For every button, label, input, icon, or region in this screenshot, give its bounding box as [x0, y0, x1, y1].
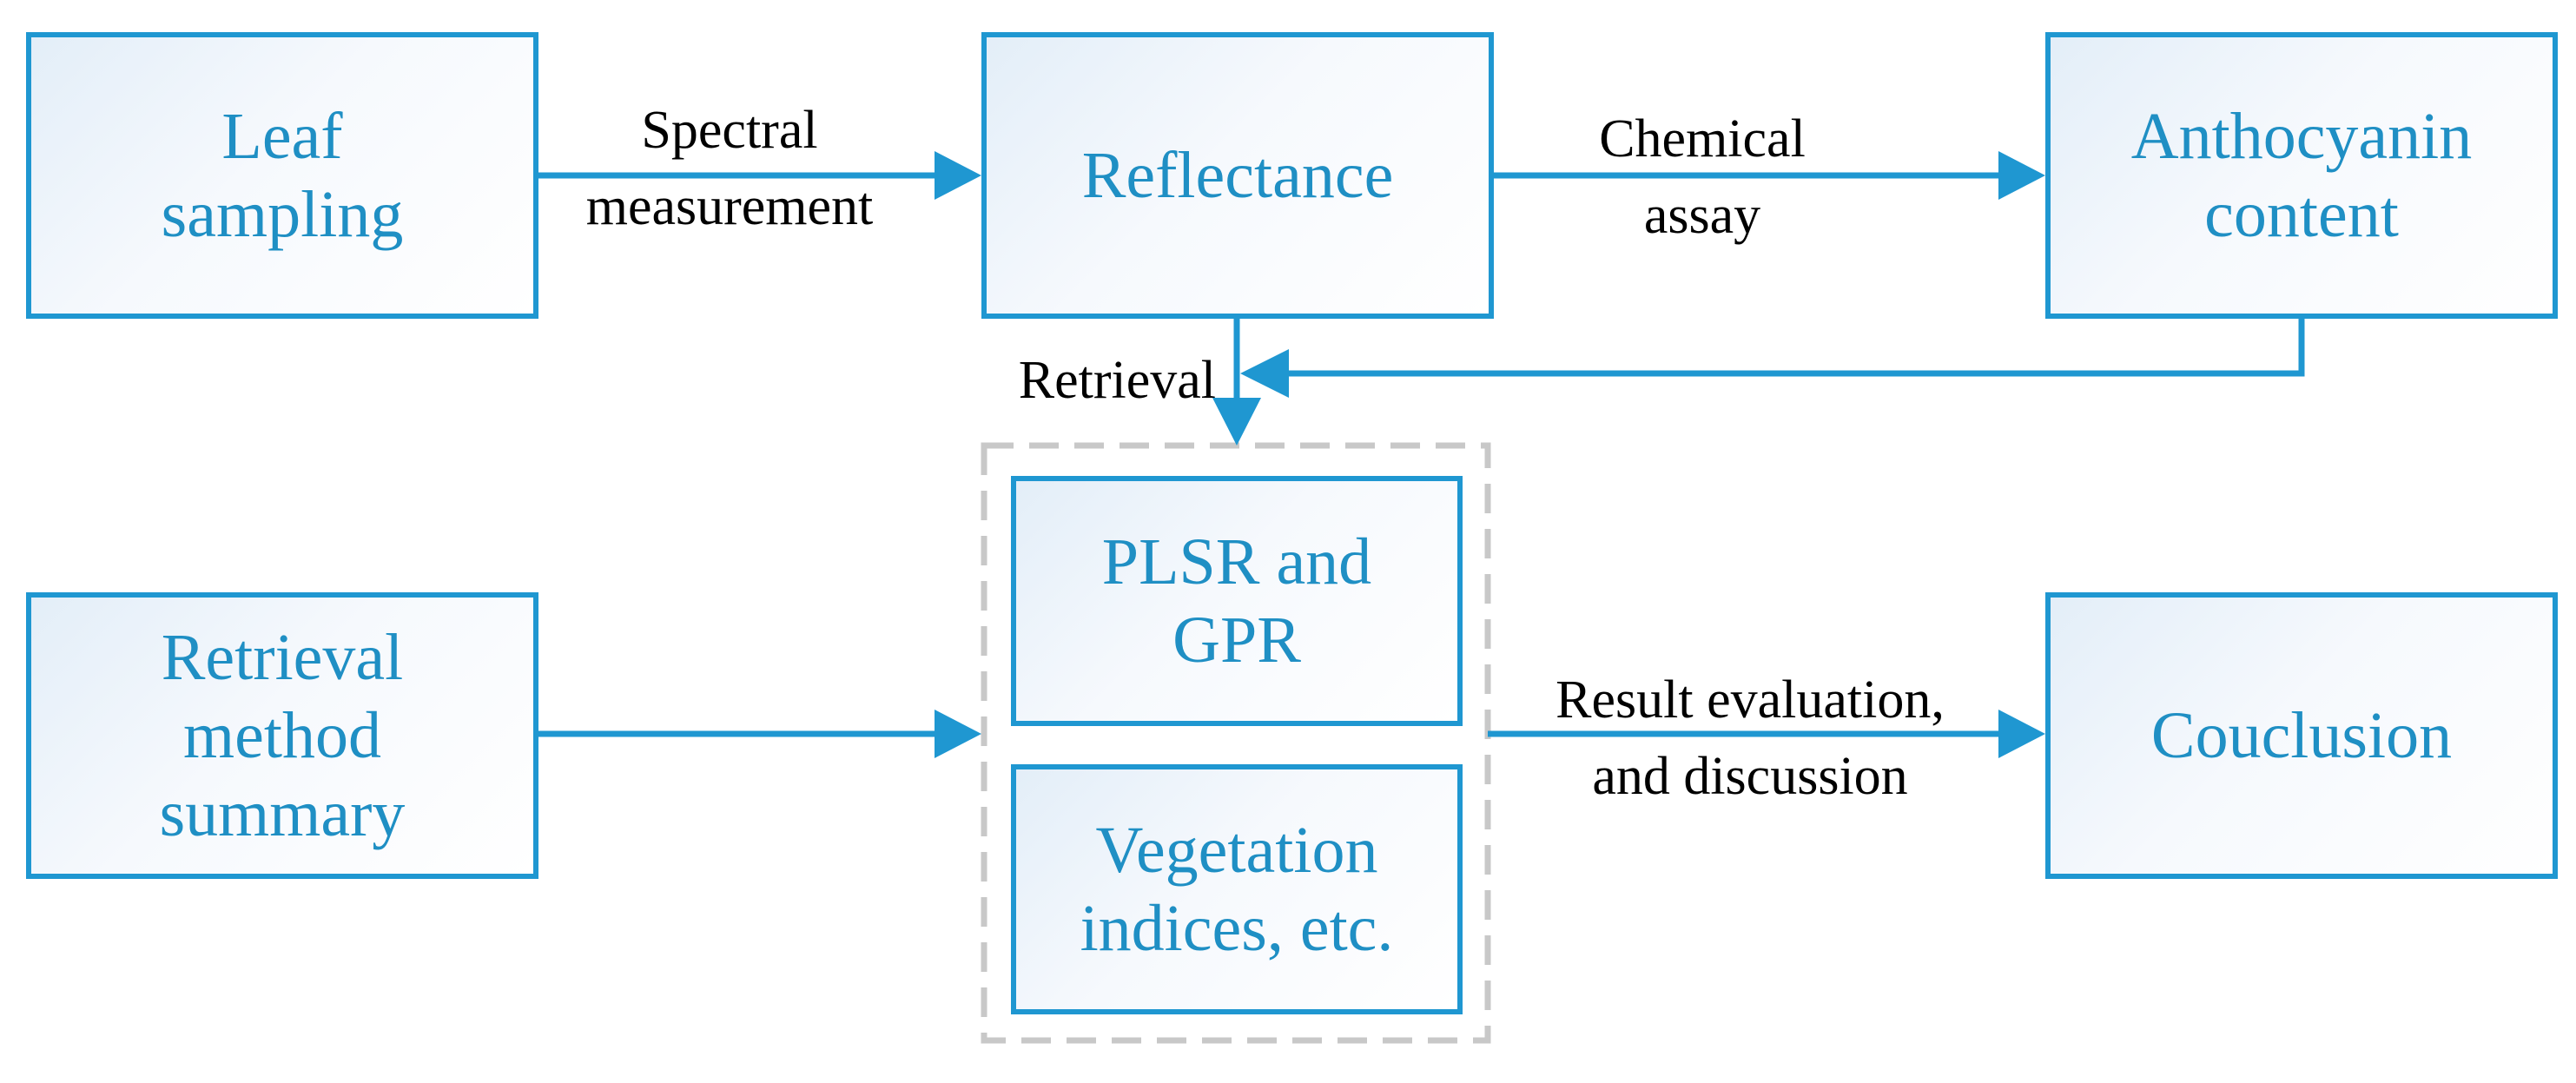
node-reflectance-label: Reflectance: [1081, 139, 1394, 212]
edge-label-result-evaluation: Result evaluation, and discussion: [1556, 670, 1945, 806]
node-leaf-sampling-label: Leaf sampling: [161, 100, 404, 251]
arrowhead-reflectance-to-anthocyanin: [1998, 151, 2045, 200]
node-retrieval-method-summary: Retrieval method summary: [26, 592, 538, 879]
node-plsr-gpr-label: PLSR and GPR: [1101, 525, 1372, 677]
methods-group-border: [981, 442, 1491, 1044]
arrow-anthocyanin-back: [1285, 319, 2305, 377]
node-anthocyanin-content: Anthocyanin content: [2045, 32, 2558, 319]
node-conclusion: Couclusion: [2045, 592, 2558, 879]
node-vegetation-indices-label: Vegetation indices, etc.: [1080, 814, 1394, 965]
node-leaf-sampling: Leaf sampling: [26, 32, 538, 319]
arrowhead-methods-to-conclusion: [1998, 710, 2045, 758]
edge-label-chemical-assay: Chemical assay: [1599, 109, 1806, 245]
node-plsr-gpr: PLSR and GPR: [1011, 476, 1463, 726]
node-reflectance: Reflectance: [981, 32, 1494, 319]
arrowhead-retrieval-down: [1212, 398, 1261, 446]
arrowhead-summary-to-methods: [935, 710, 981, 758]
node-conclusion-label: Couclusion: [2150, 699, 2453, 772]
edge-label-spectral-measurement: Spectral measurement: [585, 101, 874, 236]
node-anthocyanin-content-label: Anthocyanin content: [2130, 100, 2473, 251]
node-vegetation-indices: Vegetation indices, etc.: [1011, 764, 1463, 1014]
node-retrieval-method-summary-label: Retrieval method summary: [159, 621, 406, 850]
arrowhead-leaf-to-reflectance: [935, 151, 981, 200]
edge-label-retrieval: Retrieval: [1018, 351, 1216, 410]
arrowhead-anthocyanin-back: [1240, 349, 1289, 398]
